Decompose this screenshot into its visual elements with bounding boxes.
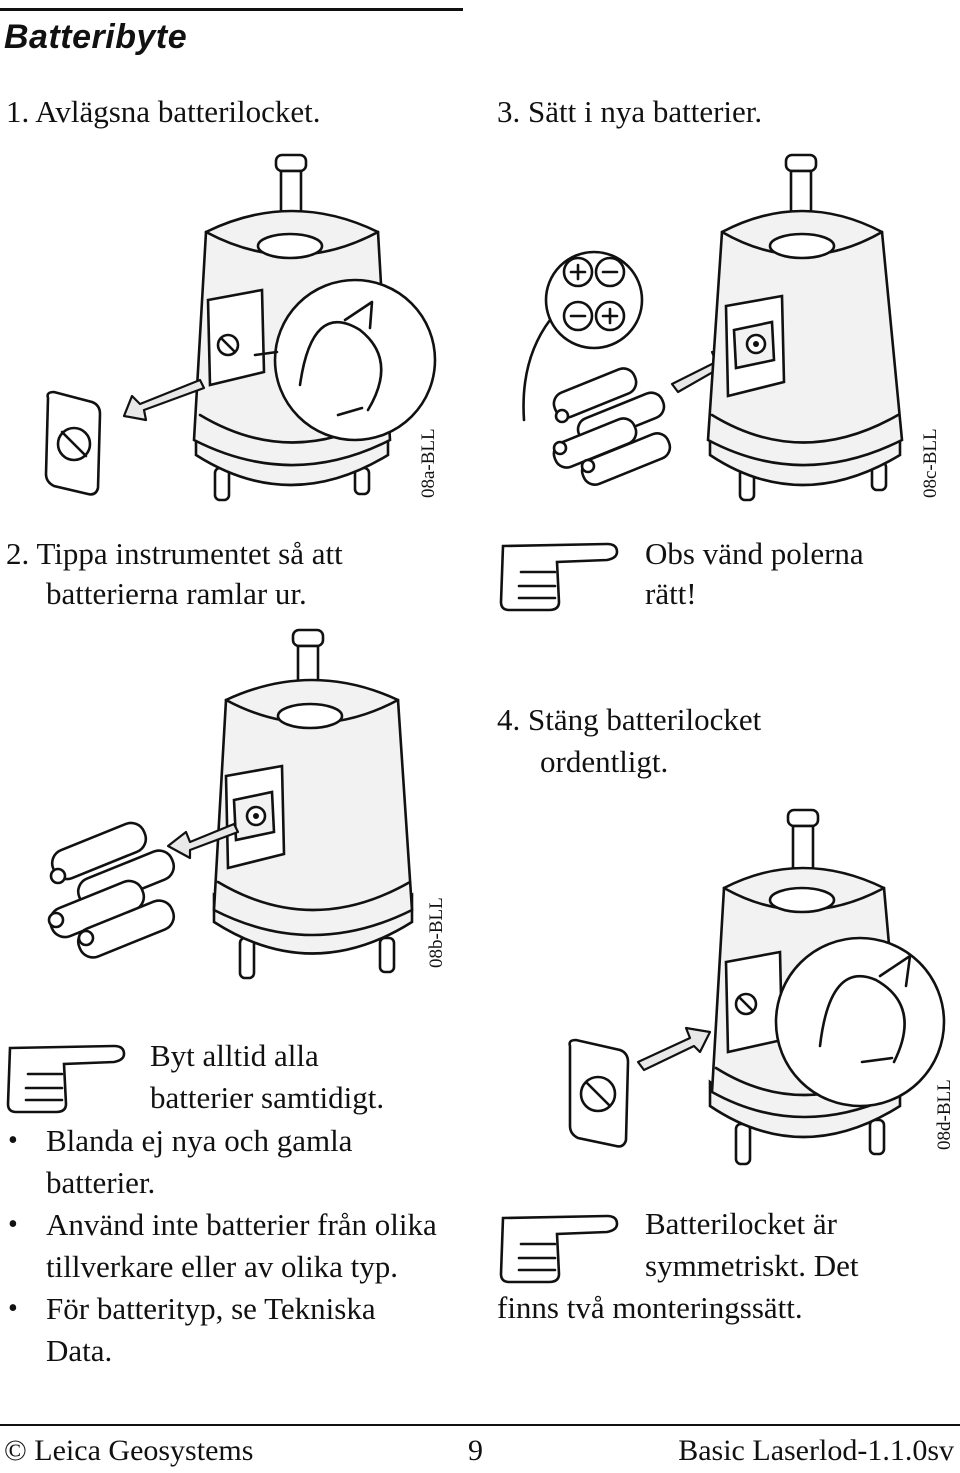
step-4-line-1: 4. Stäng batterilocket [497, 702, 762, 737]
plus-icon [569, 263, 587, 281]
battery-bullets: Blanda ej nya och gamla batterier. Använ… [8, 1120, 448, 1372]
step-4-line-2: ordentligt. [540, 744, 669, 779]
symmetric-note-line-3: finns två monteringssätt. [497, 1290, 803, 1325]
step-2-line-1: 2. Tippa instrumentet så att [6, 536, 343, 571]
step-3: 3. Sätt i nya batterier. [497, 94, 763, 129]
footer-page-number: 9 [468, 1434, 483, 1467]
bullet-item: Blanda ej nya och gamla batterier. [8, 1120, 448, 1204]
symmetric-note-line-1: Batterilocket är [645, 1206, 837, 1241]
replace-note-line-2: batterier samtidigt. [150, 1080, 385, 1115]
bullet-item: Använd inte batterier från olika tillver… [8, 1204, 448, 1288]
bullet-item: För batterityp, se Tekniska Data. [8, 1288, 448, 1372]
polarity-note-line-1: Obs vänd polerna [645, 536, 864, 571]
symmetric-note-line-2: symmetriskt. Det [645, 1248, 859, 1283]
footer-rule [0, 1424, 960, 1426]
figure-c-insert-batteries [522, 153, 904, 502]
pointing-hand-icon [499, 1214, 619, 1284]
pointing-hand-icon [6, 1044, 126, 1114]
pointing-hand-icon [499, 542, 619, 612]
step-1: 1. Avlägsna batterilocket. [6, 94, 321, 129]
figure-b-tip-out-batteries [47, 628, 414, 980]
footer-document-id: Basic Laserlod-1.1.0sv [678, 1434, 954, 1467]
replace-note-line-1: Byt alltid alla [150, 1038, 319, 1073]
section-title: Batteribyte [4, 18, 188, 56]
figure-d-close-cover [568, 808, 946, 1166]
plus-icon [601, 307, 619, 325]
polarity-note-line-2: rätt! [645, 576, 697, 611]
figure-a-remove-cover [44, 153, 437, 502]
footer-copyright: © Leica Geosystems [4, 1434, 254, 1467]
step-2-line-2: batterierna ramlar ur. [46, 576, 307, 611]
heading-rule [0, 8, 463, 11]
